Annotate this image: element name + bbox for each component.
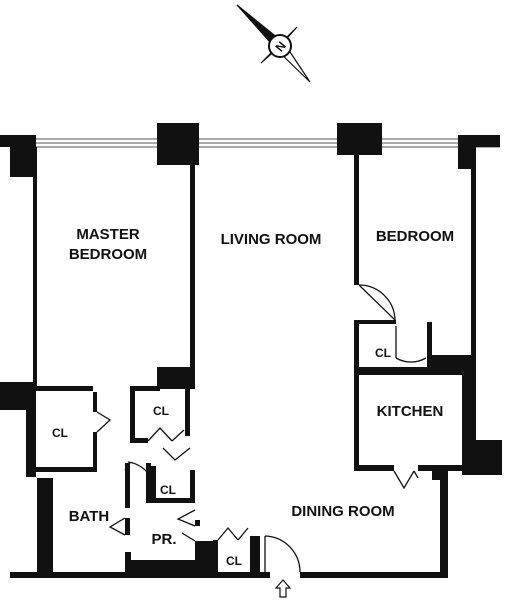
walls — [0, 123, 502, 578]
compass-rose-icon: N — [236, 4, 311, 83]
hall-closet-lower-label: CL — [160, 483, 176, 497]
bedroom-label: BEDROOM — [376, 228, 454, 245]
living-room-label: LIVING ROOM — [221, 231, 322, 248]
master-closet-label: CL — [52, 426, 68, 440]
entry-arrow-icon — [274, 579, 292, 598]
kitchen-label: KITCHEN — [377, 403, 444, 420]
doors — [96, 284, 427, 573]
window-wall — [28, 138, 500, 148]
hall-closet-upper-label: CL — [153, 404, 169, 418]
powder-room-label: PR. — [151, 531, 176, 548]
master-bedroom-label-line1: MASTER — [76, 226, 140, 243]
entry-closet-label: CL — [226, 554, 242, 568]
dining-room-label: DINING ROOM — [291, 503, 394, 520]
bedroom-closet-label: CL — [375, 346, 391, 360]
master-bedroom-label-line2: BEDROOM — [69, 246, 147, 263]
bath-label: BATH — [69, 508, 110, 525]
